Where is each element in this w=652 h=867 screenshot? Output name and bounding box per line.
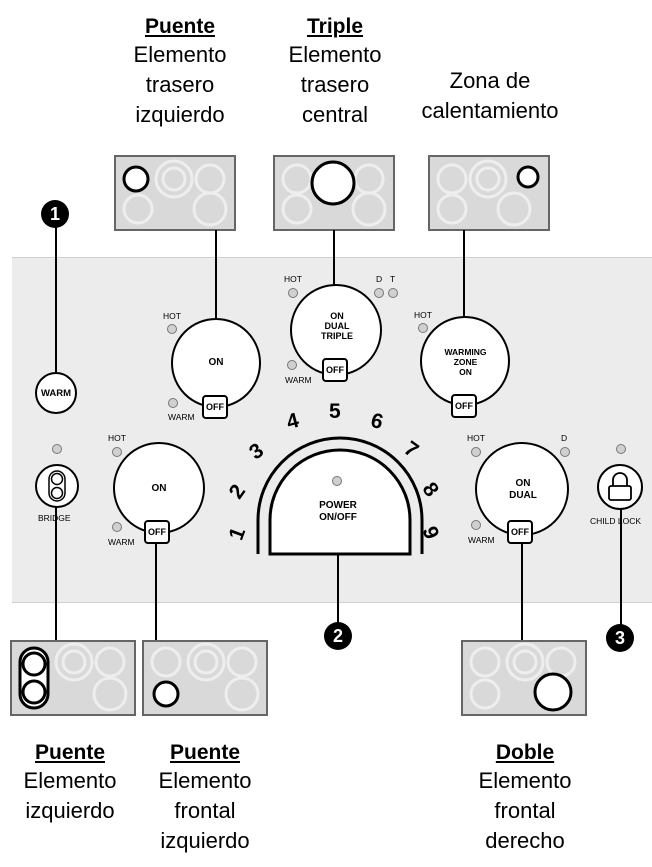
label-left-front: Puente Elemento frontal izquierdo — [135, 740, 275, 856]
hot-label: HOT — [467, 433, 485, 443]
triple-label: T — [390, 274, 396, 284]
left-front-element-button[interactable] — [113, 442, 205, 534]
bridge-label: BRIDGE — [38, 513, 71, 523]
warm-label: WARM — [108, 537, 135, 547]
power-indicator-light — [332, 476, 342, 486]
warming-zone-on-label: WARMING ZONE ON — [444, 347, 487, 377]
hot-label: HOT — [108, 433, 126, 443]
connector-line — [620, 505, 622, 627]
cooktop-diagram-left-rear — [114, 155, 236, 231]
hot-label: HOT — [163, 311, 181, 321]
cooktop-diagram-right-front — [461, 640, 587, 716]
connector-line — [215, 230, 217, 320]
warm-label: WARM — [285, 375, 312, 385]
connector-line — [155, 535, 157, 640]
label-bridge-left: Puente Elemento izquierdo — [0, 740, 140, 826]
left-front-on-label: ON — [151, 483, 167, 494]
bridge-indicator-light — [52, 444, 62, 454]
hot-label: HOT — [414, 310, 432, 320]
warm-indicator-light — [471, 520, 481, 530]
connector-line — [337, 555, 339, 623]
bridge-button[interactable] — [35, 464, 79, 508]
label-right-front: Doble Elemento frontal derecho — [450, 740, 600, 856]
warm-label: WARM — [168, 412, 195, 422]
label-desc: Elemento frontal izquierdo — [158, 768, 252, 853]
label-title: Doble — [495, 741, 555, 764]
power-label: POWER ON/OFF — [319, 500, 357, 523]
hot-indicator-light — [112, 447, 122, 457]
right-front-element-button[interactable] — [475, 442, 569, 536]
warm-indicator-light — [168, 398, 178, 408]
warming-zone-button[interactable] — [420, 316, 510, 406]
child-lock-button[interactable] — [597, 464, 643, 510]
right-front-on-label: ON DUAL — [509, 478, 537, 501]
label-desc: Elemento izquierdo — [23, 768, 117, 823]
child-lock-label: CHILD LOCK — [590, 516, 642, 526]
warm-indicator-light — [287, 360, 297, 370]
dual-indicator-light — [560, 447, 570, 457]
warm-button[interactable]: WARM — [35, 372, 77, 414]
cooktop-diagram-left-front — [142, 640, 268, 716]
label-warming-zone: Zona de calentamiento — [400, 66, 580, 126]
warm-label: WARM — [468, 535, 495, 545]
dual-label: D — [561, 433, 568, 443]
left-rear-off-button[interactable]: OFF — [202, 395, 228, 419]
hot-indicator-light — [418, 323, 428, 333]
label-title: Triple — [306, 15, 364, 38]
cooktop-diagram-center-rear — [273, 155, 395, 231]
warm-indicator-light — [112, 522, 122, 532]
triple-indicator-light — [388, 288, 398, 298]
lock-icon — [608, 472, 632, 501]
connector-line — [463, 230, 465, 318]
label-desc: Zona de calentamiento — [421, 68, 559, 123]
right-front-off-button[interactable]: OFF — [507, 520, 533, 544]
dual-label: D — [376, 274, 383, 284]
label-title: Puente — [34, 741, 105, 764]
hot-indicator-light — [471, 447, 481, 457]
callout-badge-2: 2 — [324, 622, 352, 650]
connector-line — [521, 535, 523, 640]
child-lock-indicator-light — [616, 444, 626, 454]
label-title: Puente — [169, 741, 240, 764]
left-rear-element-button[interactable] — [171, 318, 261, 408]
warm-button-label: WARM — [40, 387, 72, 399]
left-front-off-button[interactable]: OFF — [144, 520, 170, 544]
label-desc: Elemento trasero central — [288, 42, 382, 127]
dual-indicator-light — [374, 288, 384, 298]
center-rear-on-label: ON DUAL TRIPLE — [320, 311, 353, 341]
cooktop-diagram-bridge-left — [10, 640, 136, 716]
connector-line — [333, 230, 335, 285]
label-desc: Elemento frontal derecho — [478, 768, 572, 853]
connector-line — [55, 225, 57, 373]
label-desc: Elemento trasero izquierdo — [133, 42, 227, 127]
label-left-rear: Puente Elemento trasero izquierdo — [100, 14, 260, 130]
left-rear-on-label: ON — [208, 357, 224, 368]
label-center-rear: Triple Elemento trasero central — [255, 14, 415, 130]
power-dial[interactable] — [250, 420, 430, 560]
warming-zone-off-button[interactable]: OFF — [451, 394, 477, 418]
power-level-5: 5 — [329, 400, 341, 423]
hot-indicator-light — [288, 288, 298, 298]
hot-label: HOT — [284, 274, 302, 284]
callout-badge-1: 1 — [41, 200, 69, 228]
hot-indicator-light — [167, 324, 177, 334]
callout-badge-3: 3 — [606, 624, 634, 652]
center-rear-off-button[interactable]: OFF — [322, 358, 348, 382]
label-title: Puente — [144, 15, 215, 38]
connector-line — [55, 500, 57, 640]
bridge-icon — [48, 470, 66, 502]
cooktop-diagram-warming-zone — [428, 155, 550, 231]
